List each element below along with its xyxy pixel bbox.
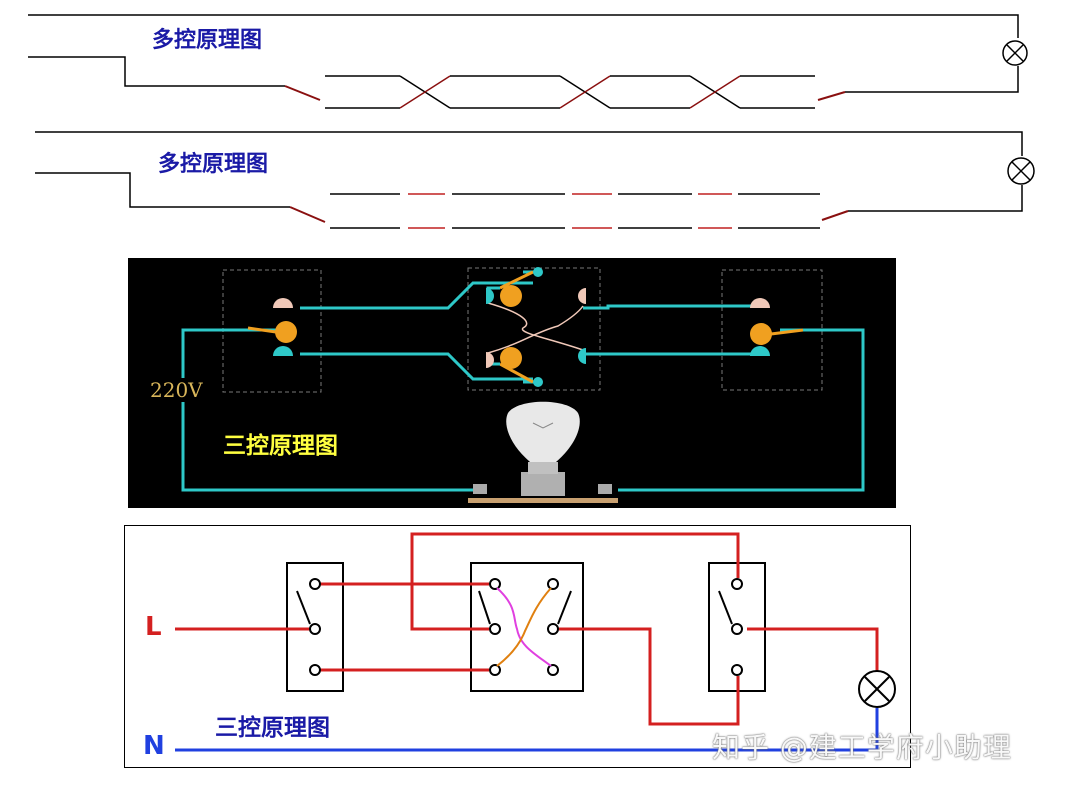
- diagram-4-title: 三控原理图: [215, 715, 330, 741]
- multi-control-diagram-2: 多控原理图: [0, 122, 1066, 247]
- diagram-3-title: 三控原理图: [223, 433, 338, 459]
- diagram-1-title: 多控原理图: [152, 28, 263, 53]
- lamp-icon-1: [1002, 40, 1028, 66]
- three-control-diagram-white: L N 三控原理图: [124, 525, 911, 768]
- lamp-icon-3: [858, 670, 896, 708]
- light-bulb-icon: [468, 401, 618, 503]
- switch-contacts: [247, 267, 804, 387]
- multi-control-circuit-1: [28, 14, 1028, 109]
- label-N: N: [143, 731, 165, 761]
- multi-control-circuit-2: [35, 131, 1035, 229]
- voltage-label: 220V: [148, 378, 205, 402]
- three-control-circuit-white: [175, 532, 896, 752]
- label-L: L: [145, 612, 162, 642]
- lamp-icon-2: [1007, 157, 1035, 185]
- diagram-2-title: 多控原理图: [158, 152, 269, 177]
- multi-control-diagram-1: 多控原理图: [0, 0, 1066, 122]
- three-control-circuit-black: [181, 267, 865, 503]
- watermark-text: 知乎 @建工学府小助理: [712, 731, 1012, 764]
- three-control-diagram-black: 220V 三控原理图: [128, 258, 896, 508]
